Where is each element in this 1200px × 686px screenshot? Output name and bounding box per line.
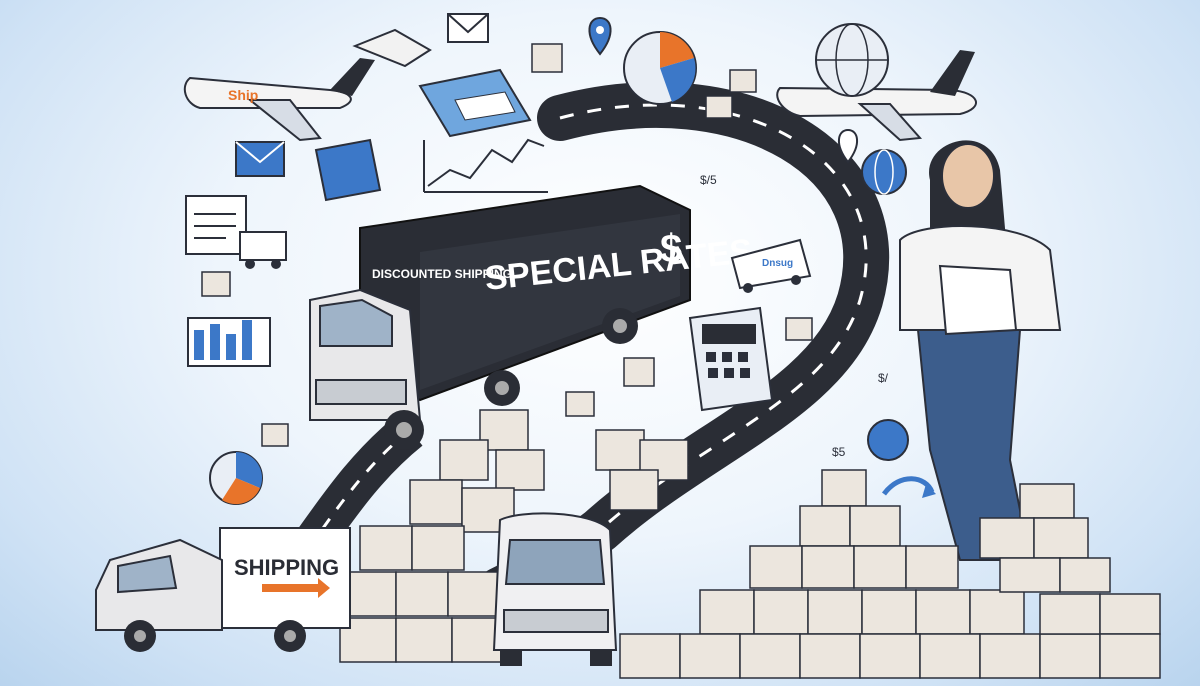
front-truck-text: SHIPPING	[234, 555, 339, 580]
envelope-icon	[235, 141, 285, 177]
globe-icon	[861, 149, 907, 195]
businesswoman	[899, 140, 1062, 561]
main-truck: DISCOUNTED SHIPPING SPECIAL RATES $	[309, 184, 754, 450]
airplane-icon: Ship	[183, 58, 375, 142]
envelope-icon	[447, 13, 489, 43]
calculator-icon	[688, 306, 774, 412]
price-label: $/5	[700, 173, 717, 187]
delivery-van-icon: Dnsug	[730, 238, 812, 293]
pie-chart-icon	[623, 31, 697, 105]
airplane-icon	[776, 50, 977, 142]
plane-text: Ship	[228, 87, 258, 103]
shipping-truck: SHIPPING	[95, 527, 351, 652]
trailer-small-text: DISCOUNTED SHIPPING	[372, 267, 512, 281]
box-icon	[201, 43, 813, 447]
globe-icon	[867, 419, 909, 461]
van-text: Dnsug	[762, 258, 793, 269]
clipboard-icon	[185, 195, 247, 255]
pie-chart-icon	[209, 451, 263, 505]
globe-icon	[815, 23, 889, 97]
location-pin-icon	[838, 128, 858, 164]
line-chart-icon	[423, 138, 548, 193]
front-van	[492, 512, 618, 666]
small-truck-icon	[239, 231, 287, 269]
handshake-icon	[352, 28, 432, 68]
price-label: $5	[832, 445, 846, 459]
table-chart-icon	[187, 317, 271, 367]
location-pin-icon	[588, 16, 612, 56]
refresh-arrow-icon	[881, 476, 936, 498]
price-label: $/	[878, 371, 889, 385]
brochure-icon	[418, 68, 532, 138]
envelope-icon	[314, 138, 382, 202]
trailer-symbol: $	[660, 227, 682, 271]
box-stack-right	[619, 469, 1161, 679]
